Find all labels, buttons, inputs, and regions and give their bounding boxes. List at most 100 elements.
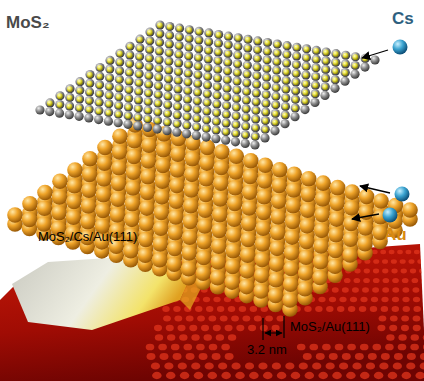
molybdenum-atom	[95, 63, 104, 72]
moire-bump	[411, 334, 419, 340]
gold-atom	[197, 202, 213, 218]
molybdenum-atom	[55, 91, 64, 100]
gold-atom	[257, 157, 273, 173]
gold-atom	[272, 162, 288, 178]
moire-bump	[366, 362, 375, 369]
sulfur-atom	[303, 64, 309, 70]
molybdenum-atom	[65, 110, 74, 119]
moire-bump	[401, 315, 409, 321]
gold-atom	[254, 268, 270, 284]
sulfur-atom	[77, 79, 83, 85]
moire-bump	[326, 306, 333, 312]
sulfur-atom	[57, 93, 63, 99]
sulfur-atom	[166, 50, 172, 56]
gold-atom	[243, 153, 259, 169]
molybdenum-atom	[115, 57, 124, 66]
gold-atom	[255, 236, 271, 252]
molybdenum-atom	[153, 116, 162, 125]
sulfur-atom	[332, 77, 338, 83]
sulfur-atom	[322, 84, 328, 90]
molybdenum-atom	[321, 65, 330, 74]
moire-bump	[203, 297, 210, 303]
sulfur-atom	[233, 122, 239, 128]
sulfur-atom	[253, 90, 259, 96]
gold-atom	[210, 254, 226, 270]
gold-atom	[196, 250, 212, 266]
gold-atom	[268, 272, 284, 288]
molybdenum-atom	[252, 62, 261, 71]
sulfur-atom	[235, 61, 241, 67]
moire-bump	[258, 362, 267, 369]
moire-bump	[360, 344, 369, 351]
molybdenum-atom	[212, 91, 221, 100]
moire-bump	[402, 306, 409, 312]
moire-bump	[342, 287, 349, 292]
moire-bump	[373, 269, 379, 274]
sulfur-atom	[244, 80, 250, 86]
gold-atom	[125, 180, 141, 196]
sulfur-atom	[117, 60, 123, 66]
gold-atom	[184, 182, 200, 198]
sulfur-atom	[116, 103, 122, 109]
molybdenum-atom	[134, 95, 143, 104]
component-label: MoS₂	[6, 14, 49, 33]
sulfur-atom	[194, 98, 200, 104]
molybdenum-atom	[144, 71, 153, 80]
moire-bump	[423, 287, 424, 292]
moire-bump	[213, 325, 221, 331]
sulfur-atom	[224, 103, 230, 109]
sulfur-atom	[96, 108, 102, 114]
moire-bump	[347, 344, 356, 351]
molybdenum-atom	[95, 80, 104, 89]
moire-bump	[263, 372, 273, 379]
molybdenum-atom	[204, 28, 213, 37]
sulfur-atom	[97, 65, 103, 71]
sulfur-atom	[67, 86, 73, 92]
sulfur-atom	[107, 58, 113, 64]
gold-atom	[269, 241, 285, 257]
molybdenum-atom	[331, 66, 340, 75]
gold-atom	[342, 247, 358, 263]
sulfur-atom	[313, 74, 319, 80]
sulfur-atom	[263, 83, 269, 89]
sulfur-atom	[273, 76, 279, 82]
gold-atom	[211, 238, 227, 254]
sulfur-atom	[137, 37, 143, 43]
gold-atom	[95, 203, 111, 219]
moire-bump	[245, 362, 254, 369]
gold-atom	[214, 160, 230, 176]
moire-bump	[272, 325, 280, 331]
moire-bump	[146, 344, 155, 351]
moire-bump	[163, 315, 171, 321]
sulfur-atom	[96, 91, 102, 97]
gold-atom	[239, 263, 255, 279]
molybdenum-atom	[124, 76, 133, 85]
sulfur-atom	[175, 86, 181, 92]
sulfur-atom	[303, 81, 309, 87]
region-label: MoS₂/Au(111)	[290, 320, 370, 334]
molybdenum-atom	[241, 121, 250, 130]
sulfur-atom	[137, 54, 143, 60]
moire-bump	[272, 362, 281, 369]
sulfur-atom	[244, 72, 250, 78]
molybdenum-atom	[165, 39, 174, 48]
moire-bump	[421, 278, 424, 283]
molybdenum-atom	[233, 50, 242, 59]
moire-bump	[194, 372, 204, 379]
sulfur-atom	[184, 123, 190, 129]
molybdenum-atom	[153, 124, 162, 133]
sulfur-atom	[264, 57, 270, 63]
moire-bump	[206, 306, 213, 312]
gold-atom	[224, 274, 240, 290]
moire-bump	[155, 334, 163, 340]
moire-bump	[220, 315, 228, 321]
moire-bump	[381, 353, 390, 360]
sulfur-atom	[186, 27, 192, 33]
molybdenum-atom	[291, 103, 300, 112]
sulfur-atom	[253, 117, 259, 123]
sulfur-atom	[127, 44, 133, 50]
molybdenum-atom	[192, 122, 201, 131]
moire-bump	[417, 259, 423, 264]
sulfur-atom	[263, 92, 269, 98]
sulfur-atom	[157, 23, 163, 29]
